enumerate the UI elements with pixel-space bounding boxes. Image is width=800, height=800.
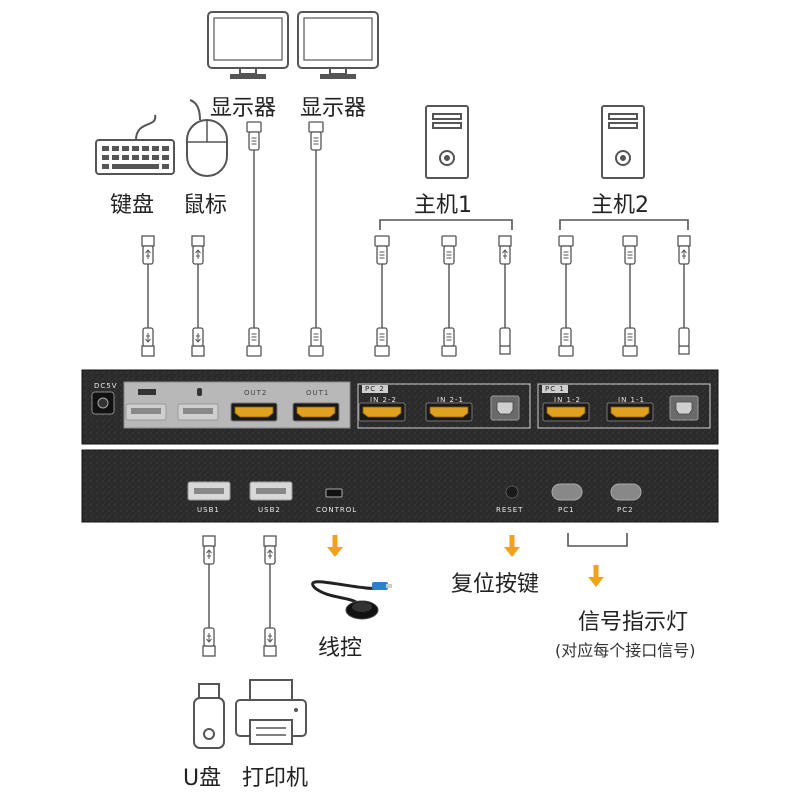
mouse-icon <box>186 99 228 177</box>
host2-bracket <box>559 219 689 230</box>
cable-plugs-bottom <box>202 535 277 657</box>
udisk-label: U盘 <box>183 766 222 791</box>
in2-1-label: IN 2-1 <box>437 396 464 404</box>
keyboard-label: 键盘 <box>110 193 155 218</box>
mouse-label: 鼠标 <box>183 193 228 218</box>
in2-2-label: IN 2-2 <box>370 396 397 404</box>
kvm-back-panel <box>81 369 719 445</box>
cables-bottom <box>208 562 271 630</box>
out1-label: OUT1 <box>306 389 330 397</box>
indicator-bracket <box>567 533 628 547</box>
host1-label: 主机1 <box>414 193 472 218</box>
arrow-icon <box>327 535 343 557</box>
indicator-label: 信号指示灯 <box>578 610 689 635</box>
indicator-note: (对应每个接口信号) <box>555 641 696 660</box>
arrow-icon <box>588 565 604 587</box>
wired-control-label: 线控 <box>318 636 363 661</box>
monitor1-label: 显示器 <box>300 96 367 121</box>
monitor2-label: 显示器 <box>210 96 277 121</box>
usb1-port-label: USB1 <box>197 506 220 514</box>
pc1-group-label: PC 1 <box>542 385 568 393</box>
reset-port-label: RESET <box>496 506 524 514</box>
pc2-group-label: PC 2 <box>362 385 388 393</box>
in1-2-label: IN 1-2 <box>554 396 581 404</box>
pc2-led-label: PC2 <box>617 506 634 514</box>
usb-drive-icon <box>193 683 225 749</box>
usb2-port-label: USB2 <box>258 506 281 514</box>
host-tower-icon <box>601 105 645 179</box>
keyboard-icon <box>95 114 175 175</box>
printer-label: 打印机 <box>242 766 309 791</box>
kvm-front-panel <box>81 449 719 523</box>
monitor-icon <box>297 11 379 79</box>
monitor-icon <box>207 11 289 79</box>
out2-label: OUT2 <box>244 389 268 397</box>
host2-label: 主机2 <box>591 193 649 218</box>
in1-1-label: IN 1-1 <box>618 396 645 404</box>
cables-top <box>147 150 685 330</box>
wired-remote-icon <box>311 580 392 620</box>
host1-bracket <box>379 219 513 230</box>
reset-button-label: 复位按键 <box>451 572 540 597</box>
dc-label: DC5V <box>94 382 118 390</box>
printer-icon <box>235 679 307 745</box>
arrow-icon <box>504 535 520 557</box>
pc1-led-label: PC1 <box>558 506 575 514</box>
control-port-label: CONTROL <box>316 506 358 514</box>
host-tower-icon <box>425 105 469 179</box>
